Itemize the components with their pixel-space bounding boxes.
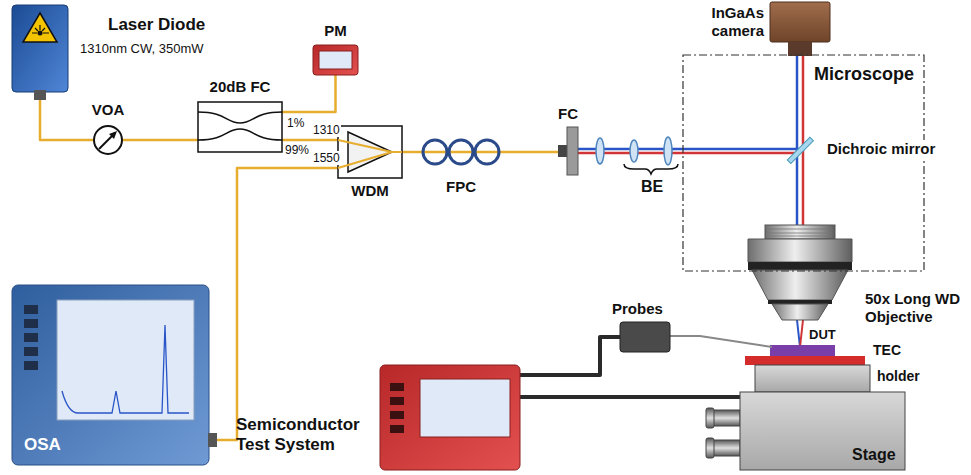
- fiber-coupler: 20dB FC: [198, 102, 282, 152]
- beam-blue: [796, 56, 799, 230]
- microscope-frame-outline: [682, 54, 925, 272]
- laser-diode-outline: [12, 5, 68, 100]
- bracket: [624, 164, 678, 174]
- part-name: DUT: [808, 327, 837, 343]
- test-system: Semiconductor Test System: [380, 365, 520, 470]
- node-title: PM: [308, 22, 363, 40]
- part-name: holder: [876, 368, 921, 385]
- optical-fiber: [500, 151, 558, 154]
- node-subtitle: 1310nm CW, 350mW: [80, 41, 204, 57]
- optical-fiber: [217, 168, 338, 440]
- dichroic-mirror: [787, 137, 813, 163]
- microscope-frame: Microscope: [682, 54, 925, 272]
- node-title: OSA: [24, 435, 61, 455]
- node-title: 20dB FC: [194, 78, 286, 96]
- fiber-coupler-outline: [198, 102, 282, 152]
- beam-blue: [578, 148, 800, 151]
- optical-fiber: [123, 139, 198, 142]
- node-title: WDM: [334, 182, 406, 200]
- part-name: BE: [640, 177, 664, 196]
- optical-fiber: [282, 75, 336, 112]
- power-meter-outline: [313, 45, 358, 75]
- spectrum-analyzer: OSA: [12, 285, 217, 465]
- part-name: Dichroic mirror: [826, 140, 936, 158]
- dut-chip: [770, 345, 835, 356]
- optical-fiber: [40, 100, 93, 140]
- port-ratio: 1%: [286, 116, 305, 130]
- node-title: FC: [550, 105, 586, 123]
- ingaas-camera-outline: [770, 2, 830, 56]
- optical-fiber: [282, 139, 338, 142]
- attenuator-symbol: VOA: [93, 125, 123, 155]
- ingaas-camera: InGaAs camera: [770, 2, 830, 56]
- node-title: Stage: [852, 445, 896, 464]
- signal-cable: [520, 395, 740, 399]
- node-title: FPC: [422, 178, 500, 196]
- node-title: Semiconductor Test System: [236, 415, 374, 456]
- lens: [664, 137, 672, 165]
- node-title: Probes: [612, 300, 663, 318]
- part-name: TEC: [872, 342, 902, 359]
- fiber-collimator-outline: [558, 127, 578, 175]
- probe-needle: [670, 336, 772, 347]
- optical-fiber: [402, 151, 422, 154]
- wdm-combiner-outline: [338, 126, 402, 178]
- tec-plate: [745, 356, 865, 365]
- fiber-collimator: FC: [558, 127, 578, 175]
- beam-red: [578, 152, 800, 155]
- part-name: 50x Long WD Objective: [864, 290, 966, 326]
- probe-head-outline: [620, 322, 670, 352]
- wdm-combiner: WDM: [338, 126, 402, 178]
- probe-head: Probes: [620, 322, 670, 352]
- port-wavelength: 1310: [312, 123, 341, 137]
- beam-red: [800, 320, 803, 347]
- signal-cable: [520, 337, 620, 375]
- node-title: Laser Diode: [108, 15, 205, 35]
- node-title: VOA: [85, 101, 131, 119]
- lens: [596, 138, 604, 164]
- lens: [630, 140, 638, 162]
- power-meter: PM: [313, 45, 358, 75]
- stage-knobs: [706, 408, 740, 458]
- objective-lens: [748, 225, 852, 320]
- node-title: InGaAs camera: [698, 4, 764, 40]
- attenuator-symbol-outline: [93, 125, 123, 155]
- port-ratio: 99%: [284, 143, 310, 157]
- node-title: Microscope: [814, 64, 914, 86]
- polarization-controller: FPC: [422, 130, 500, 174]
- test-system-outline: [380, 365, 520, 470]
- polarization-controller-outline: [422, 130, 500, 174]
- laser-diode: Laser Diode1310nm CW, 350mW: [12, 5, 68, 100]
- port-wavelength: 1550: [312, 151, 341, 165]
